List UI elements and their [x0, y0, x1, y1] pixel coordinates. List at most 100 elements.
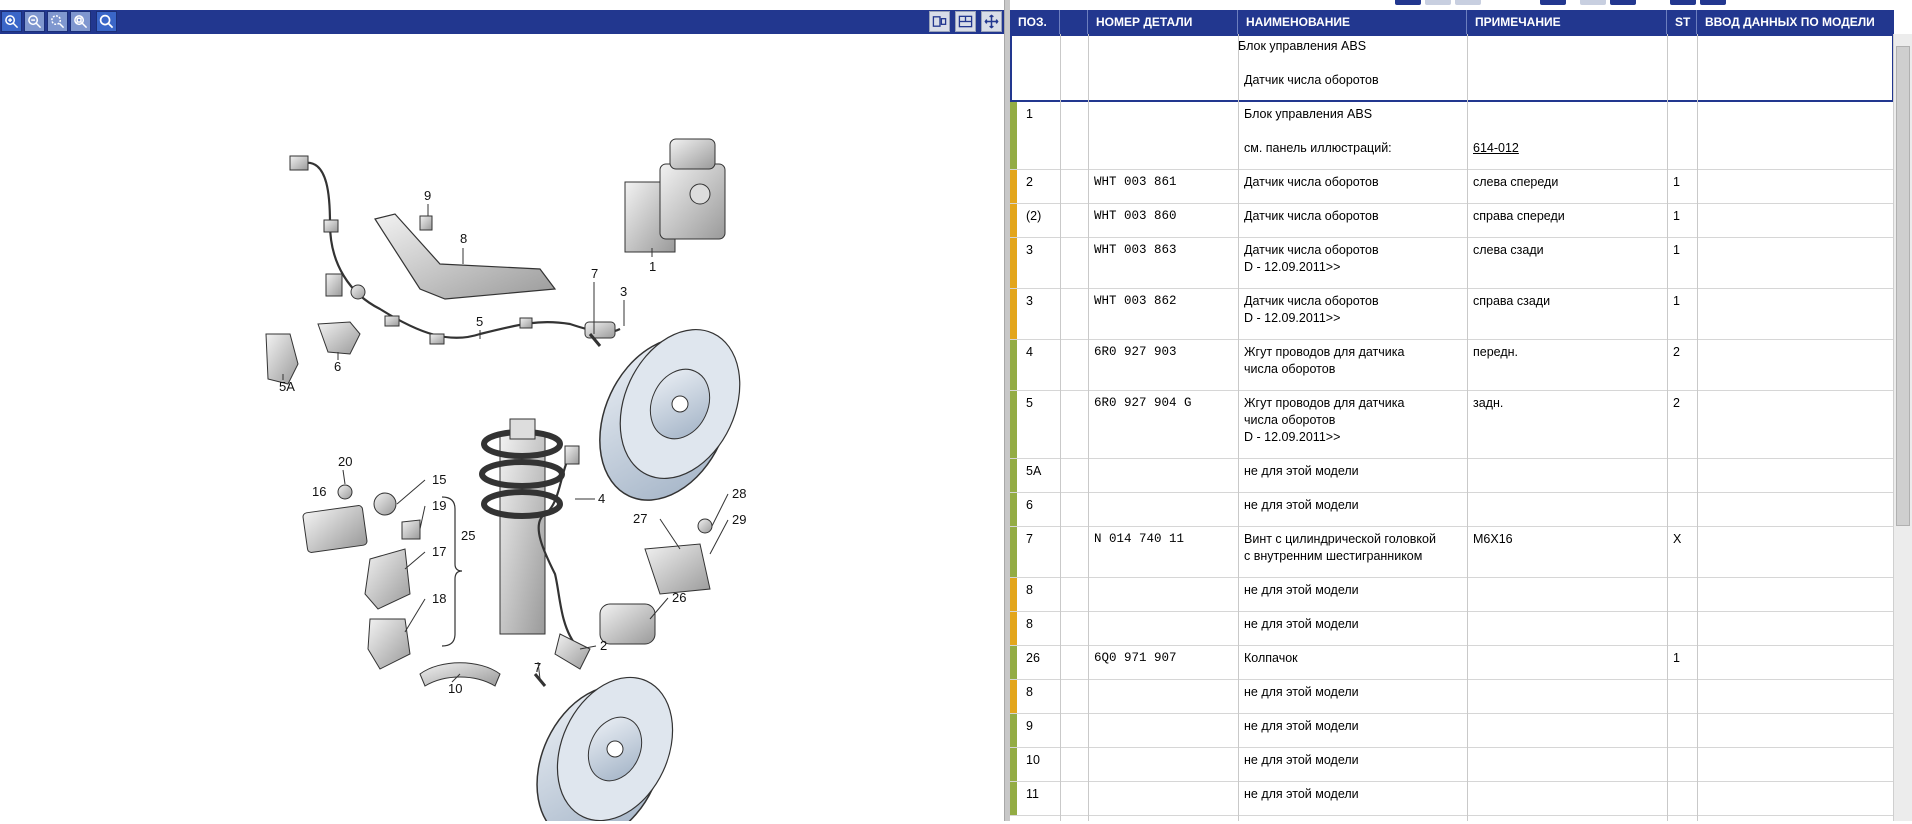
- header-st[interactable]: ST: [1667, 10, 1697, 34]
- table-row[interactable]: 8 не для этой модели: [1010, 680, 1894, 714]
- callout-label: 3: [620, 284, 627, 299]
- callout-label: 5A: [279, 379, 295, 394]
- toolbar-tab[interactable]: [1580, 0, 1606, 5]
- header-model-data[interactable]: ВВОД ДАННЫХ ПО МОДЕЛИ: [1705, 15, 1875, 29]
- suspension-strut: [479, 418, 565, 635]
- header-flag[interactable]: [1060, 10, 1088, 34]
- callout-label: 5: [476, 314, 483, 329]
- illustration-link[interactable]: 614-012: [1473, 141, 1519, 155]
- toolbar-tab[interactable]: [1670, 0, 1696, 5]
- status-bar: [1010, 238, 1017, 288]
- status-bar: [1010, 391, 1017, 458]
- cell-pos: 8: [1026, 685, 1033, 699]
- cell-pos: 4: [1026, 345, 1033, 359]
- toolbar-tab[interactable]: [1540, 0, 1566, 5]
- callout-label: 25: [461, 528, 475, 543]
- header-name[interactable]: НАИМЕНОВАНИЕ: [1238, 10, 1467, 34]
- cell-pos: 1: [1026, 107, 1033, 121]
- cell-note: M6X16: [1473, 532, 1513, 546]
- callout-label: 17: [432, 544, 446, 559]
- callout-label: 7: [591, 266, 598, 281]
- toolbar-tab[interactable]: [1610, 0, 1636, 5]
- table-row[interactable]: (2) WHT 003 860 Датчик числа оборотов справ…: [1010, 204, 1894, 238]
- bracket-5a: [265, 333, 299, 385]
- cell-pos: (2): [1026, 209, 1042, 223]
- cell-note: справа спереди: [1473, 209, 1565, 223]
- layout-icon[interactable]: [955, 11, 976, 32]
- header-pos[interactable]: ПОЗ.: [1010, 10, 1060, 34]
- toolbar-tab[interactable]: [1425, 0, 1451, 5]
- search-icon[interactable]: [96, 11, 117, 32]
- cell-name: Датчик числа оборотов: [1244, 175, 1379, 189]
- parts-table-body: Блок управления ABS Датчик числа оборото…: [1010, 34, 1894, 821]
- cell-pos: 10: [1026, 753, 1040, 767]
- cell-st: 1: [1673, 294, 1680, 308]
- cell-note: передн.: [1473, 345, 1519, 359]
- cell-name: Датчик числа оборотов: [1244, 209, 1379, 223]
- cell-note: задн.: [1473, 396, 1504, 410]
- clip-part: [419, 215, 433, 231]
- toolbar-tab[interactable]: [1395, 0, 1421, 5]
- cell-name: не для этой модели: [1244, 685, 1359, 699]
- callout-label: 19: [432, 498, 446, 513]
- cell-pos: 11: [1026, 787, 1039, 801]
- header-note[interactable]: ПРИМЕЧАНИЕ: [1467, 10, 1667, 34]
- cell-name: Жгут проводов для датчика числа оборотов: [1244, 345, 1405, 376]
- toolbar-tab[interactable]: [1455, 0, 1481, 5]
- toolbar-tab[interactable]: [1700, 0, 1726, 5]
- status-bar: [1010, 493, 1017, 526]
- zoom-in-icon[interactable]: [1, 11, 22, 32]
- illustration-pane: 9 8 1 7 3 5 6 5A 20 15 16 19 25 17 18 4 …: [0, 10, 1004, 824]
- status-bar: [1010, 527, 1017, 577]
- cell-part-number: WHT 003 860: [1094, 209, 1177, 223]
- zoom-fit-icon[interactable]: [70, 11, 91, 32]
- cell-note: справа сзади: [1473, 294, 1551, 308]
- cell-name: не для этой модели: [1244, 464, 1359, 478]
- cell-part-number: WHT 003 863: [1094, 243, 1177, 257]
- callout-label: 7: [534, 660, 541, 675]
- callout-label: 15: [432, 472, 446, 487]
- zoom-out-icon[interactable]: [24, 11, 45, 32]
- status-bar: [1010, 340, 1017, 390]
- pane-splitter[interactable]: [1004, 0, 1010, 821]
- table-scrollbar[interactable]: [1893, 34, 1912, 821]
- part-28: [697, 518, 713, 534]
- split-view-icon[interactable]: [929, 11, 950, 32]
- table-header: ПОЗ. НОМЕР ДЕТАЛИ НАИМЕНОВАНИЕ ПРИМЕЧАНИ…: [1010, 10, 1894, 34]
- callout-label: 18: [432, 591, 446, 606]
- fullscreen-icon[interactable]: [981, 11, 1002, 32]
- callout-label: 28: [732, 486, 746, 501]
- part-26: [599, 603, 656, 645]
- rear-sensor-harness: [289, 155, 621, 345]
- part-16: [302, 505, 368, 553]
- callout-label: 16: [312, 484, 326, 499]
- exploded-diagram: 9 8 1 7 3 5 6 5A 20 15 16 19 25 17 18 4 …: [265, 138, 746, 824]
- scrollbar-thumb[interactable]: [1896, 46, 1910, 526]
- cell-pos: 3: [1026, 243, 1033, 257]
- cell-name: не для этой модели: [1244, 583, 1359, 597]
- cell-name: не для этой модели: [1244, 617, 1359, 631]
- part-27: [644, 543, 711, 595]
- status-bar: [1010, 612, 1017, 645]
- top-toolbar-strip: [1010, 0, 1912, 10]
- group-title-row[interactable]: Блок управления ABS Датчик числа оборото…: [1010, 34, 1894, 102]
- header-part-number[interactable]: НОМЕР ДЕТАЛИ: [1088, 10, 1238, 34]
- zoom-region-icon[interactable]: [47, 11, 68, 32]
- cell-st: 1: [1673, 209, 1680, 223]
- cell-name: Жгут проводов для датчика числа оборотов…: [1244, 396, 1405, 444]
